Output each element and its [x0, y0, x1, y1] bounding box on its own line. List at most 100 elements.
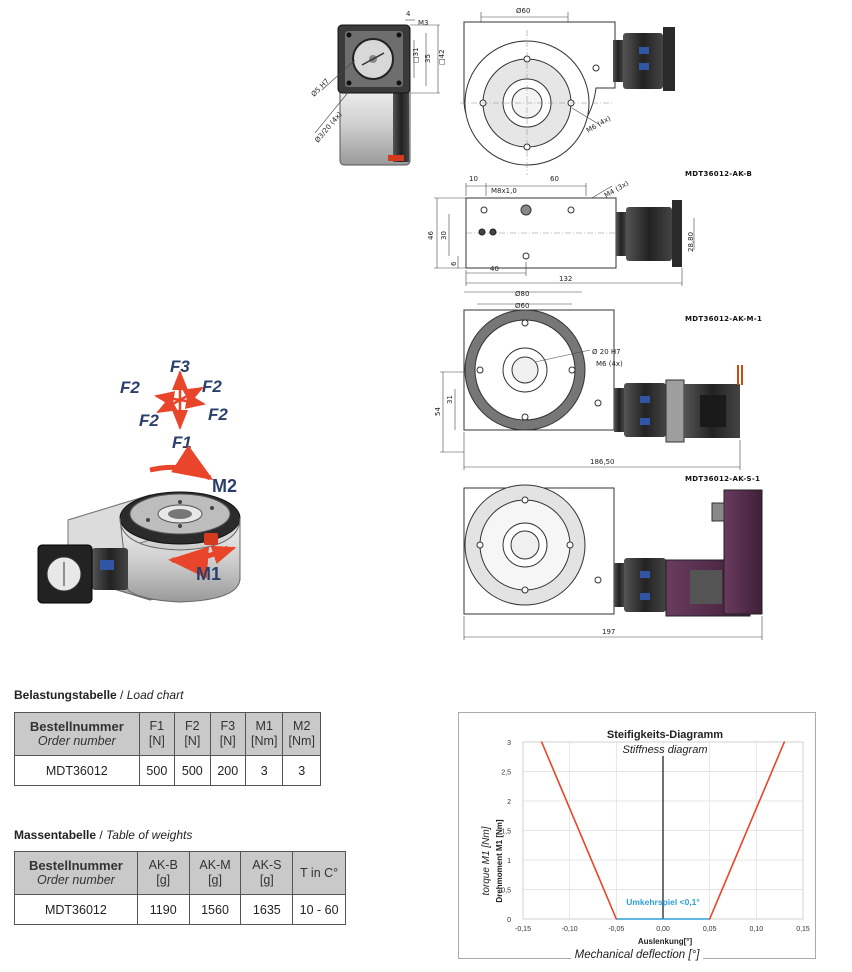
product-3d-view: M2 M1	[37, 445, 241, 604]
dim-m-m6: M6 (4x)	[596, 360, 623, 368]
weight-table-header-temp: T in C°	[292, 851, 346, 895]
chart-ylabel: Drehmoment M1 [Nm]	[495, 819, 504, 902]
dim-m-d60: Ø60	[515, 302, 529, 310]
side-view: 10 60 M8x1,0 M4 (3x) 28,80 46 30 6 40 13…	[427, 175, 695, 286]
load-table-heading-en: Load chart	[126, 688, 184, 702]
chart-y-tick-label: 3	[507, 740, 511, 747]
weight-table-header-ak-m: AK-M[g]	[188, 851, 242, 895]
weight-table-heading-en: Table of weights	[106, 828, 193, 842]
dim-side-40: 40	[490, 265, 499, 273]
variant-m-view: Ø80 Ø60 Ø 20 H7 M6 (4x) 54 31 186,50	[434, 290, 743, 470]
chart-curve-segment	[708, 741, 786, 920]
chart-curve-segment	[540, 741, 618, 920]
dim-top-sq31: □31	[412, 47, 420, 63]
dim-side-60: 60	[550, 175, 559, 183]
weight-table-header-ak-s: AK-S[g]	[240, 851, 294, 895]
chart-y-tick-label: 1	[507, 858, 511, 865]
technical-drawing-svg: 4 M3 □31 35 □42 Ø5 H7 Ø3/20 (4x) Ø60 M6 …	[37, 7, 763, 640]
force-label-f2-left: F2	[120, 378, 140, 397]
chart-ylabel-en: torque M1 [Nm]	[481, 826, 492, 895]
chart-y-tick-label: 0,5	[501, 888, 511, 895]
chart-x-tick-label: 0,10	[750, 926, 764, 933]
weight-table-heading-sep: /	[96, 828, 107, 842]
force-label-f2-right: F2	[208, 405, 228, 424]
load-table-header-m1: M1[Nm]	[244, 712, 284, 756]
dim-side-m8: M8x1,0	[491, 187, 517, 195]
weight-table-header-ak-b: AK-B[g]	[136, 851, 190, 895]
chart-y-tick-label: 1,5	[501, 829, 511, 836]
variant-s-view: MDT36012-AK-S-1 197	[463, 475, 763, 640]
dim-side-46: 46	[427, 231, 435, 240]
load-table-heading-sep: /	[116, 688, 127, 702]
load-table-cell: 3	[282, 755, 321, 786]
load-table-header-m2: M2[Nm]	[282, 712, 321, 756]
dim-side-132: 132	[559, 275, 572, 283]
load-table-cell: 200	[209, 755, 246, 786]
chart-x-tick-label: 0,15	[796, 926, 810, 933]
load-table-cell: 500	[174, 755, 211, 786]
dim-top-4: 4	[406, 10, 411, 18]
dim-m-d80: Ø80	[515, 290, 529, 298]
dim-m-d20: Ø 20 H7	[592, 348, 621, 356]
force-label-f2-lowleft: F2	[139, 411, 159, 430]
chart-x-tick-label: -0,15	[515, 926, 531, 933]
weight-table-row: MDT36012 1190 1560 1635 10 - 60	[14, 894, 346, 925]
chart-y-tick-label: 2	[507, 799, 511, 806]
model-label-b: MDT36012-AK-B	[685, 170, 752, 178]
chart-point	[540, 741, 543, 743]
dim-s-197: 197	[602, 628, 615, 636]
dim-side-2880: 28,80	[687, 232, 695, 252]
chart-xlabel-en-wrap: Mechanical deflection [°]	[458, 949, 816, 961]
load-table-header-f2: F2[N]	[174, 712, 211, 756]
load-table-row: MDT36012 500 500 200 3 3	[14, 755, 321, 786]
moment-label-m1: M1	[196, 564, 221, 584]
dim-side-30: 30	[440, 231, 448, 240]
chart-x-tick-label: -0,05	[608, 926, 624, 933]
flange-side-view: 4 M3 □31 35 □42 Ø5 H7 Ø3/20 (4x)	[310, 10, 446, 166]
chart-y-tick-label: 0	[507, 917, 511, 924]
load-table-heading: Belastungstabelle / Load chart	[14, 688, 183, 702]
chart-point	[708, 918, 711, 920]
load-table-heading-de: Belastungstabelle	[14, 688, 117, 702]
load-table-header-f1: F1[N]	[138, 712, 176, 756]
chart-annotation: Umkehrspiel <0,1°	[626, 897, 700, 907]
force-label-f3: F3	[170, 357, 190, 376]
chart-x-tick-label: 0,00	[656, 926, 670, 933]
weight-table-cell: 1560	[188, 894, 242, 925]
technical-drawings: 4 M3 □31 35 □42 Ø5 H7 Ø3/20 (4x) Ø60 M6 …	[37, 7, 763, 640]
weight-table-heading: Massentabelle / Table of weights	[14, 828, 192, 842]
load-table-header-f3: F3[N]	[209, 712, 246, 756]
dim-top-m3: M3	[418, 19, 429, 27]
dim-m-31: 31	[446, 395, 454, 404]
chart-x-tick-label: -0,10	[562, 926, 578, 933]
dim-side-m4: M4 (3x)	[603, 179, 630, 199]
chart-point	[783, 741, 786, 743]
dim-side-10: 10	[469, 175, 478, 183]
dim-m-54: 54	[434, 407, 442, 416]
front-view: Ø60 M6 (4x)	[460, 7, 675, 175]
weight-table-cell: 1190	[136, 894, 190, 925]
dim-top-pcd: Ø3/20 (4x)	[313, 110, 343, 144]
chart-subtitle: Stiffness diagram	[623, 744, 708, 756]
weight-table-cell: 10 - 60	[292, 894, 346, 925]
dim-m-18650: 186,50	[590, 458, 615, 466]
dim-top-35: 35	[424, 54, 432, 63]
weight-table-heading-de: Massentabelle	[14, 828, 97, 842]
chart-marks: Umkehrspiel <0,1°	[540, 741, 786, 920]
load-table-cell: MDT36012	[14, 755, 140, 786]
chart-y-tick-label: 2,5	[501, 770, 511, 777]
force-diagram: F3 F2 F2 F2 F2 F1	[120, 357, 228, 452]
dim-top-sq42: □42	[438, 49, 446, 65]
load-table-cell: 3	[244, 755, 284, 786]
model-label-s: MDT36012-AK-S-1	[685, 475, 760, 483]
force-label-f2-topright: F2	[202, 377, 222, 396]
chart-xlabel-en: Mechanical deflection [°]	[570, 949, 704, 961]
